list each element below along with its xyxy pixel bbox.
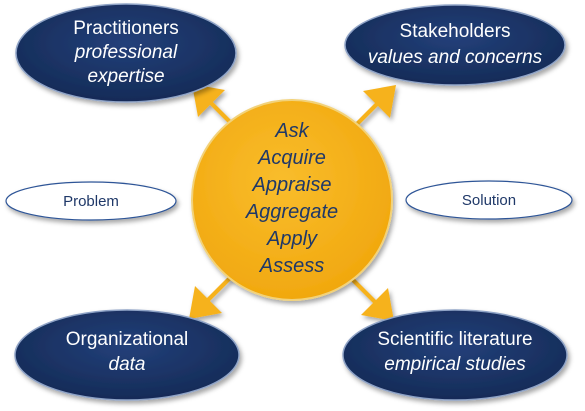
scientific-literature-subtitle: empirical studies (384, 354, 526, 375)
arrow-to-practitioners (192, 84, 236, 128)
center-step-acquire: Acquire (257, 147, 326, 169)
node-scientific-literature: Scientific literature empirical studies (342, 309, 568, 401)
center-process: Ask Acquire Appraise Aggregate Apply Ass… (191, 99, 393, 301)
node-practitioners: Practitioners professional expertise (15, 3, 237, 103)
center-step-ask: Ask (274, 120, 309, 142)
center-step-aggregate: Aggregate (245, 201, 338, 223)
practitioners-subtitle-line1: professional (74, 42, 178, 63)
solution-label: Solution (462, 192, 516, 209)
center-step-assess: Assess (259, 255, 324, 277)
stakeholders-subtitle: values and concerns (368, 47, 543, 68)
arrow-to-organizational (189, 275, 233, 319)
scientific-literature-title: Scientific literature (377, 329, 532, 350)
organizational-subtitle: data (109, 354, 146, 375)
center-step-apply: Apply (266, 228, 318, 250)
node-organizational: Organizational data (14, 309, 240, 401)
arrow-to-scientific-literature (350, 277, 394, 321)
organizational-title: Organizational (66, 329, 189, 350)
practitioners-subtitle-line2: expertise (87, 66, 164, 87)
problem-label: Problem (63, 193, 119, 210)
side-problem: Problem (5, 181, 177, 221)
center-step-appraise: Appraise (252, 174, 332, 196)
practitioners-title: Practitioners (73, 18, 179, 39)
stakeholders-title: Stakeholders (400, 21, 511, 42)
side-solution: Solution (405, 180, 573, 220)
node-stakeholders: Stakeholders values and concerns (344, 4, 566, 86)
arrow-to-stakeholders (352, 85, 396, 129)
